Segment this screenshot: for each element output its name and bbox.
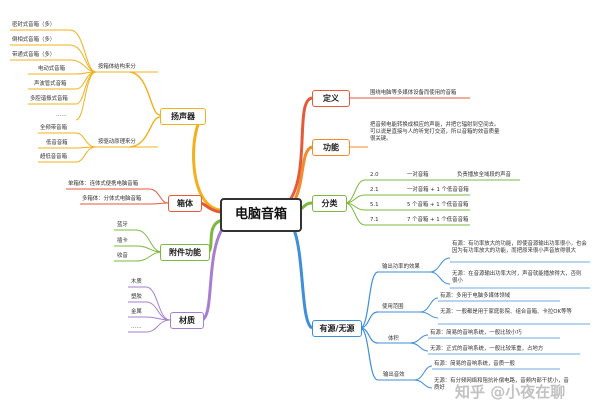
material-item: 木质 [131, 279, 142, 285]
class-desc: 5 个音箱 + 1 个低音音箱 [407, 202, 469, 208]
speaker-structure-type: 密封式音箱（多） [12, 22, 56, 28]
branch-definition[interactable]: 定义 [312, 90, 350, 107]
definition-text: 围绕电脑等多媒体设备而使用的音箱 [370, 90, 457, 96]
class-code: 5.1 [370, 202, 379, 208]
edge-root-powered [290, 224, 314, 330]
powered-section-title: 输出音效 [383, 372, 405, 378]
accessory-item: 收音 [117, 253, 128, 259]
class-code: 7.1 [370, 217, 379, 223]
branch-material[interactable]: 材质 [170, 312, 204, 329]
speaker-structure-group: 按箱体结构来分 [98, 64, 136, 70]
box-item: 多箱体：分体式电脑音箱 [82, 196, 142, 202]
accessory-item: 插卡 [117, 238, 128, 244]
class-desc: 一对音箱 + 1 个低音音箱 [407, 187, 469, 193]
powered-entry: 有源：简易的音响系统，一般比较小巧 [430, 330, 522, 336]
powered-entry: 无源：一般都是用于家庭影院、组合音箱、卡拉OK等等 [440, 309, 572, 315]
accessory-item: 蓝牙 [117, 222, 128, 228]
branch-box[interactable]: 箱体 [168, 195, 202, 212]
class-code: 2.1 [370, 187, 379, 193]
material-item: 金属 [131, 309, 142, 315]
speaker-drive-type: 声波管式音箱 [34, 81, 67, 87]
speaker-usage-type: 全频带音箱 [40, 125, 67, 131]
class-desc: 一对音箱 [407, 172, 429, 178]
branch-classification[interactable]: 分类 [312, 195, 347, 212]
class-desc: 7 个音箱 + 1 个低音音箱 [407, 217, 469, 223]
powered-entry: 无源：在音源输出功率大时，声音就能播放得大，否则很小 [452, 271, 582, 284]
branch-powered[interactable]: 有源/无源 [312, 320, 362, 337]
branch-speaker[interactable]: 扬声器 [160, 108, 206, 125]
powered-section-title: 使用范围 [382, 304, 404, 310]
speaker-usage-type: 低音音箱 [46, 140, 68, 146]
function-text: 把音频电能转换成相应的声能，并把它辐射到空间去。可以说是直接与人的听觉打交道，所… [370, 122, 500, 142]
class-code: 2.0 [370, 172, 379, 178]
powered-section-title: 输出功率的效果 [382, 264, 420, 270]
speaker-ellipsis: …… [56, 112, 67, 118]
speaker-drive-type: 多腔谐振式音箱 [30, 96, 68, 102]
material-item: 塑胶 [131, 294, 142, 300]
powered-section-title: 体积 [388, 336, 399, 342]
speaker-structure-type: 倒相式音箱（多） [12, 37, 56, 43]
speaker-drive-type: 电动式音箱 [38, 66, 65, 72]
edge-root-material [201, 224, 227, 322]
material-item: …… [131, 324, 142, 330]
powered-entry: 无源：正式的音响系统，一般比较笨重，占地方 [430, 346, 544, 352]
watermark: 知乎 @小夜在聊 [455, 383, 566, 401]
root-node[interactable]: 电脑音箱 [220, 198, 302, 232]
branch-function[interactable]: 功能 [312, 139, 350, 156]
speaker-usage-type: 超低音音箱 [40, 154, 67, 160]
powered-entry: 有源：简易的音响系统，音质一般 [434, 361, 515, 367]
speaker-structure-type: 带通式音箱（多） [12, 52, 56, 58]
branch-accessory[interactable]: 附件功能 [160, 244, 210, 261]
powered-entry: 有源：多用于电脑多媒体领域 [440, 293, 511, 299]
edge-root-definition [288, 96, 313, 201]
powered-entry: 无源：有分频网络和阻抗补偿电路，音频内部干扰小，音质好 [434, 378, 569, 391]
box-item: 单箱体：连体式便携电脑音箱 [68, 181, 139, 187]
edge-root-function [291, 145, 313, 204]
powered-entry: 有源：有功率放大的功能，即使音源输出功率很小，也会因为有功率放大的功能，而把原来… [452, 241, 587, 254]
speaker-drive-group: 按驱动原理来分 [98, 139, 136, 145]
class-note: 负责播放全域段的声音 [457, 172, 511, 178]
